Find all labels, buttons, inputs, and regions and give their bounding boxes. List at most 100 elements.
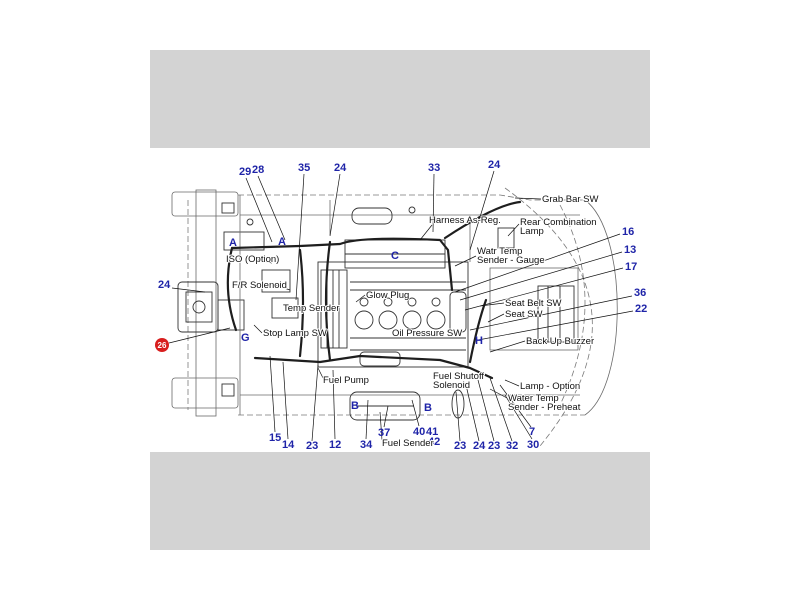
leader-line <box>311 364 319 442</box>
leader-line <box>274 284 291 291</box>
callout-23: 23 <box>488 440 500 452</box>
label-rear-combination: Rear Combination <box>520 217 597 228</box>
callout-23: 23 <box>306 440 318 452</box>
callout-13: 13 <box>624 244 636 256</box>
leader-line <box>454 255 477 267</box>
label-lamp-option: Lamp - Option <box>520 381 580 392</box>
leader-line <box>295 173 305 301</box>
label-fuel-shutoff: Fuel Shutoff <box>433 371 484 382</box>
leader-line <box>257 259 273 264</box>
rear-outer-dashed-curve <box>504 187 593 447</box>
chassis-drawing <box>171 187 618 447</box>
callout-36: 36 <box>634 287 646 299</box>
label-glow-plug: Glow Plug <box>366 290 409 301</box>
leader-line <box>171 287 206 293</box>
leader-line <box>469 170 495 251</box>
leader-line <box>253 324 263 334</box>
front-bracket-bottom <box>221 383 235 397</box>
connector-b: B <box>351 400 359 412</box>
frame-top-edge <box>238 194 585 201</box>
leader-line <box>469 295 633 331</box>
leader-line <box>355 294 366 303</box>
cylinder-2 <box>378 310 398 330</box>
leader-lines <box>168 170 634 442</box>
relay-block <box>217 299 245 331</box>
rear-inner-dashed-curve <box>559 204 586 406</box>
leader-line <box>465 384 480 442</box>
access-cover <box>351 207 393 225</box>
callout-42: 42 <box>428 436 440 448</box>
label-water-temp: Water Temp <box>508 393 559 404</box>
mount-bolt-2 <box>408 206 416 214</box>
leader-line <box>365 399 369 440</box>
leader-line <box>282 361 289 440</box>
label-grab-bar-sw: Grab Bar SW <box>542 194 599 205</box>
front-axle-top-member <box>171 191 239 217</box>
leader-line <box>432 173 435 233</box>
callout-24: 24 <box>488 159 501 171</box>
label-back-up-buzzer: Back Up Buzzer <box>526 336 594 347</box>
callout-41: 41 <box>426 426 438 438</box>
leader-line <box>168 327 231 344</box>
engine-block <box>317 261 469 368</box>
leader-line <box>504 394 533 440</box>
component-labels: Grab Bar SW Harness As-Reg. Rear Combina… <box>225 193 600 450</box>
leader-line <box>464 267 624 311</box>
label-sender-preheat: Sender - Preheat <box>508 402 581 413</box>
harness-main-bottom <box>253 354 494 380</box>
leader-line <box>257 175 286 241</box>
callout-28: 28 <box>252 164 264 176</box>
connector-h: H <box>475 335 483 347</box>
callout-12: 12 <box>329 439 341 451</box>
cylinder-4 <box>426 310 446 330</box>
label-oil-pressure-sw: Oil Pressure SW <box>392 328 462 339</box>
connector-b: B <box>424 402 432 414</box>
label-fr-solenoid: F/R Solenoid <box>232 280 287 291</box>
callout-32: 32 <box>506 440 518 452</box>
callout-14: 14 <box>282 439 295 451</box>
rear-body-curve <box>584 199 618 416</box>
callout-24: 24 <box>334 162 347 174</box>
alternator <box>449 291 467 333</box>
callout-7: 7 <box>529 426 535 438</box>
leader-line <box>329 173 341 237</box>
callout-24: 24 <box>473 440 486 452</box>
leader-line <box>411 399 420 427</box>
cylinder-3 <box>402 310 422 330</box>
leader-line <box>489 388 508 399</box>
connector-g: G <box>241 332 250 344</box>
callout-34: 34 <box>360 439 373 451</box>
glow-plug-2 <box>383 297 393 307</box>
harness-rear-branch <box>443 200 522 240</box>
callout-26-marker <box>155 338 169 352</box>
steering-hub-bolt <box>192 300 206 314</box>
label-iso-option: ISO (Option) <box>226 254 279 265</box>
leader-line <box>245 177 273 243</box>
leader-line <box>504 379 520 387</box>
callout-17: 17 <box>625 261 637 273</box>
leader-line <box>383 405 389 428</box>
harness-left-branch <box>298 248 305 358</box>
label-sender-gauge: Sender - Gauge <box>477 255 545 266</box>
radiator <box>320 269 348 349</box>
leader-line <box>479 302 505 307</box>
leader-line <box>269 355 276 433</box>
label-seat-belt-sw: Seat Belt SW <box>505 298 562 309</box>
callout-23: 23 <box>454 440 466 452</box>
front-bracket-top <box>221 202 235 214</box>
callout-35: 35 <box>298 162 310 174</box>
leader-line <box>489 340 526 353</box>
label-stop-lamp-sw: Stop Lamp SW <box>263 328 327 339</box>
glow-plug-1 <box>359 297 369 307</box>
callout-30: 30 <box>527 439 539 451</box>
callout-26: 26 <box>158 341 167 350</box>
front-axle-rail <box>195 189 217 417</box>
leader-line <box>477 379 495 442</box>
label-fuel-sender: Fuel Sender <box>382 438 434 449</box>
label-watr-temp: Watr Temp <box>477 246 522 257</box>
leader-line <box>487 313 505 323</box>
callout-29: 29 <box>239 166 251 178</box>
leader-line <box>455 391 461 442</box>
leader-line <box>514 197 542 200</box>
